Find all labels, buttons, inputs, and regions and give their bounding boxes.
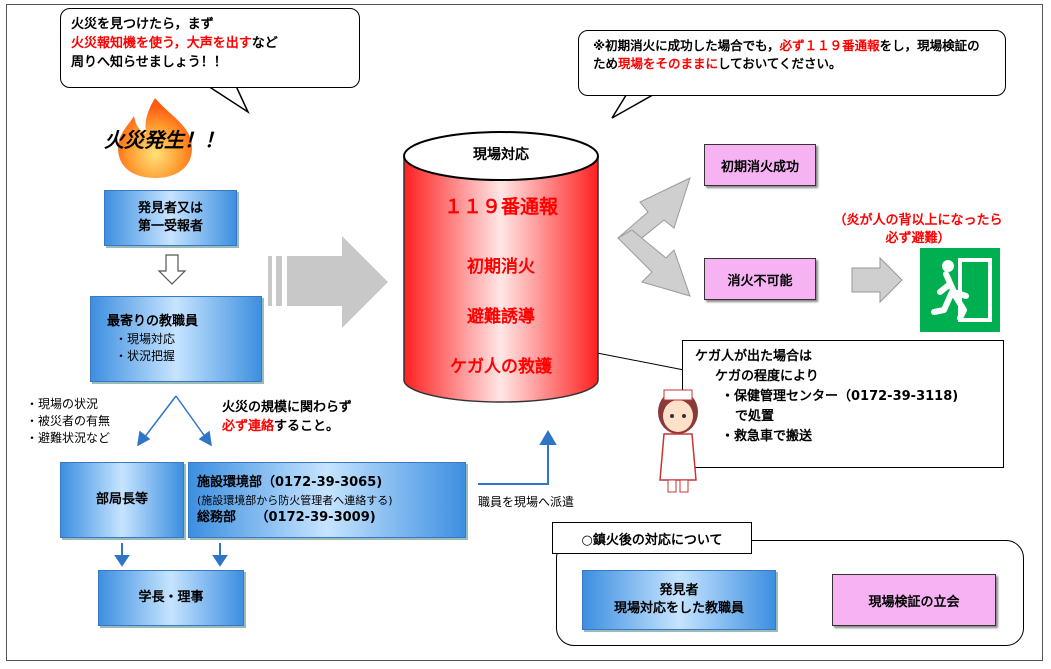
injury-line-1: ケガ人が出た場合は bbox=[695, 349, 813, 364]
alert-bubble: 火災を見つけたら，まず 火災報知機を使う，大声を出すなど 周りへ知らせましょう！… bbox=[60, 8, 360, 88]
alert-line-2-tail: など bbox=[251, 36, 278, 51]
discoverer-line-2: 第一受報者 bbox=[137, 219, 203, 234]
down-to-president-arrows bbox=[114, 543, 228, 567]
fork-arrow bbox=[617, 177, 691, 297]
alert-line-1: 火災を見つけたら，まず bbox=[71, 17, 214, 32]
after-title: ○鎮火後の対応について bbox=[552, 522, 752, 554]
dept-head-label: 部局長等 bbox=[95, 492, 148, 507]
onsite-item-119: １１９番通報 bbox=[443, 196, 558, 218]
fire-icon bbox=[118, 98, 192, 178]
dispatch-label: 職員を現場へ派遣 bbox=[478, 495, 575, 509]
note-part-3: をし，現場検証のため bbox=[593, 38, 980, 71]
injury-bubble: ケガ人が出た場合は ケガの程度により ・保健管理センター（0172-39-311… bbox=[682, 340, 1004, 468]
note-bubble: ※初期消火に成功した場合でも，必ず１１９番通報をし，現場検証のため現場をそのまま… bbox=[578, 30, 1006, 96]
discoverer-line-1: 発見者又は bbox=[137, 201, 203, 216]
onsite-item-rescue: ケガ人の救護 bbox=[450, 357, 552, 377]
contact-note-line-1: 火災の規模に関わらず bbox=[222, 400, 352, 415]
staff-title: 最寄りの教職員 bbox=[107, 314, 199, 329]
note-part-2: 必ず１１９番通報 bbox=[779, 38, 880, 53]
onsite-item-evacuate: 避難誘導 bbox=[467, 307, 535, 327]
report-item: ・現場の状況 bbox=[26, 397, 99, 411]
impossible-box: 消火不可能 bbox=[704, 258, 816, 300]
diagram-frame bbox=[6, 4, 1043, 661]
contact-note: 火災の規模に関わらず 必ず連絡すること。 bbox=[222, 398, 412, 436]
report-list: ・現場の状況 ・被災者の有無 ・避難状況など bbox=[26, 396, 156, 447]
report-item: ・被災者の有無 bbox=[26, 414, 111, 428]
onsite-items: １１９番通報 初期消火 避難誘導 ケガ人の救護 bbox=[404, 190, 598, 390]
big-gray-arrow bbox=[268, 236, 388, 328]
alert-line-3: 周りへ知らせましょう！！ bbox=[71, 55, 227, 70]
president-box: 学長・理事 bbox=[98, 570, 244, 626]
discoverer-box: 発見者又は 第一受報者 bbox=[104, 190, 237, 246]
after-action-label: 現場検証の立会 bbox=[868, 594, 960, 610]
alert-line-2-red: 火災報知機を使う，大声を出す bbox=[71, 36, 252, 51]
success-label: 初期消火成功 bbox=[720, 159, 799, 175]
after-who-box: 発見者 現場対応をした教職員 bbox=[582, 570, 776, 630]
staff-box: 最寄りの教職員 ・現場対応 ・状況把握 bbox=[90, 296, 262, 382]
facilities-box: 施設環境部（0172-39-3065) (施設環境部から防火管理者へ連絡する) … bbox=[188, 462, 466, 538]
top-bubble-tail bbox=[205, 85, 250, 115]
injury-line-4: で処置 bbox=[735, 409, 775, 424]
injury-line-5: ・救急車で搬送 bbox=[721, 429, 813, 444]
facilities-line-3: 総務部 （0172-39-3009) bbox=[197, 509, 376, 525]
contact-note-tail: すること。 bbox=[274, 419, 340, 434]
onsite-item-extinguish: 初期消火 bbox=[467, 257, 535, 277]
facilities-line-2: (施設環境部から防火管理者へ連絡する) bbox=[197, 493, 393, 507]
note-part-1: ※初期消火に成功した場合でも， bbox=[593, 38, 780, 53]
discoverer-down-arrow bbox=[157, 254, 187, 285]
evacuate-note-line-2: 必ず避難） bbox=[885, 231, 951, 246]
injury-line-3: ・保健管理センター（0172-39-3118) bbox=[721, 389, 959, 404]
emergency-exit-icon bbox=[920, 248, 1000, 332]
staff-item-onsite: ・現場対応 bbox=[115, 332, 176, 346]
onsite-title: 現場対応 bbox=[473, 147, 529, 163]
exit-arrow bbox=[851, 256, 903, 304]
success-box: 初期消火成功 bbox=[704, 144, 816, 186]
injury-pointer bbox=[591, 351, 685, 371]
after-who-line-1: 発見者 bbox=[659, 583, 699, 598]
note-part-4: 現場をそのままに bbox=[618, 56, 719, 71]
onsite-cylinder bbox=[403, 131, 599, 403]
evacuate-note: （炎が人の背以上になったら 必ず避難） bbox=[808, 212, 1028, 248]
note-part-5: しておいてください。 bbox=[718, 56, 842, 71]
dispatch-connector bbox=[478, 430, 557, 485]
staff-fork-lines bbox=[137, 395, 212, 447]
after-action-box: 現場検証の立会 bbox=[832, 574, 996, 626]
facilities-line-1: 施設環境部（0172-39-3065) bbox=[197, 474, 383, 490]
injury-line-2: ケガの程度により bbox=[715, 369, 819, 384]
impossible-label: 消火不可能 bbox=[727, 273, 793, 289]
fire-label: 火災発生！！ bbox=[104, 128, 224, 152]
after-who-line-2: 現場対応をした教職員 bbox=[613, 601, 744, 616]
report-item: ・避難状況など bbox=[26, 431, 111, 445]
president-label: 学長・理事 bbox=[138, 590, 204, 605]
dept-head-box: 部局長等 bbox=[60, 462, 184, 538]
nurse-icon bbox=[658, 389, 698, 493]
evacuate-note-line-1: （炎が人の背以上になったら bbox=[833, 213, 1003, 228]
contact-note-red: 必ず連絡 bbox=[222, 419, 275, 434]
staff-item-status: ・状況把握 bbox=[115, 349, 176, 363]
